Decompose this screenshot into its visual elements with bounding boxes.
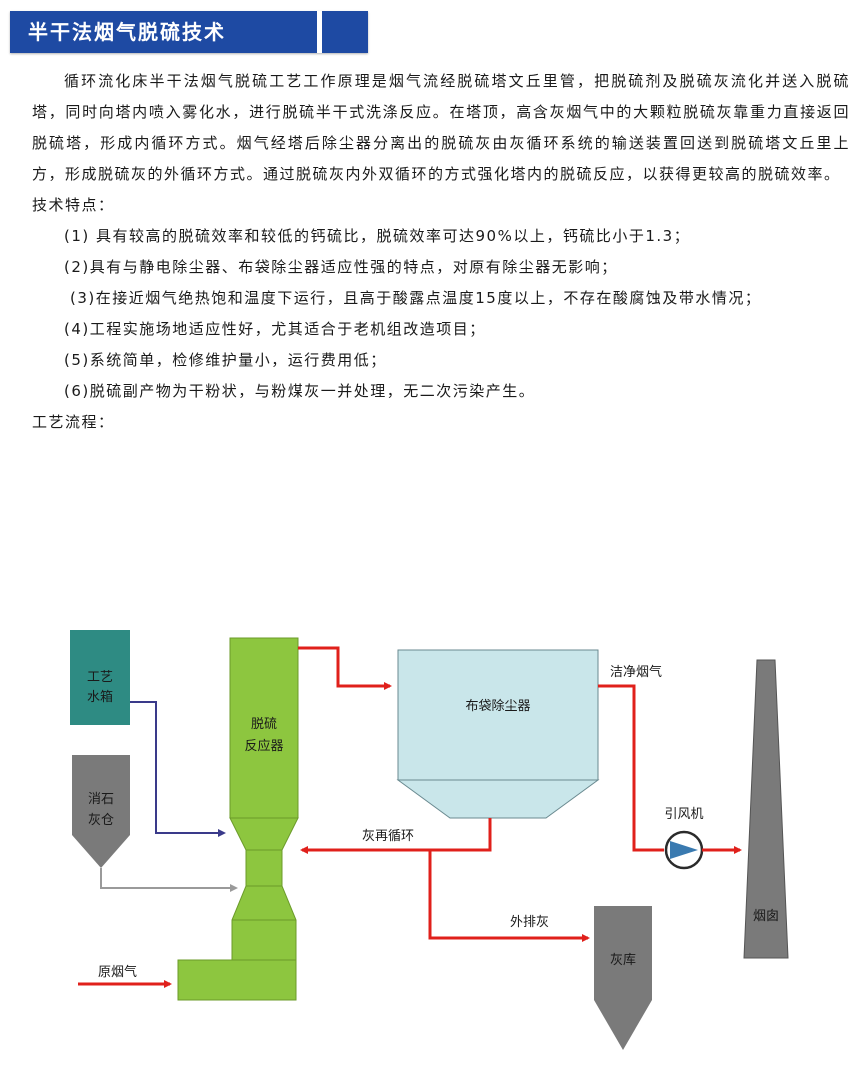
feature-item: (3)在接近烟气绝热饱和温度下运行，且高于酸露点温度15度以上，不存在酸腐蚀及带… <box>70 289 762 307</box>
water-tank-label-2: 水箱 <box>87 689 113 705</box>
water-tank <box>70 630 130 725</box>
lime-silo-label-1: 消石 <box>88 792 114 807</box>
lime-silo-label-2: 灰仓 <box>88 813 114 828</box>
reactor-label-2: 反应器 <box>244 738 283 754</box>
fan-label: 引风机 <box>664 807 703 822</box>
ash-storage <box>594 906 652 1050</box>
reactor-label-1: 脱硫 <box>251 717 277 732</box>
recirculation-label: 灰再循环 <box>362 829 414 844</box>
process-diagram-svg: 工艺 水箱 消石 灰仓 脱硫 反应器 原烟气 布袋除尘器 <box>70 630 789 1050</box>
header-divider <box>317 11 322 53</box>
fan-icon <box>664 830 704 870</box>
process-diagram: 工艺 水箱 消石 灰仓 脱硫 反应器 原烟气 布袋除尘器 <box>0 560 863 1078</box>
lime-feed-line <box>100 868 238 892</box>
water-feed-line <box>130 701 226 837</box>
feature-item: (4)工程实施场地适应性好，尤其适合于老机组改造项目； <box>64 320 486 338</box>
feature-item: (1) 具有较高的脱硫效率和较低的钙硫比，脱硫效率可达90%以上，钙硫比小于1.… <box>64 227 691 245</box>
ash-discharge-label: 外排灰 <box>510 915 549 930</box>
page-title: 半干法烟气脱硫技术 <box>28 20 226 44</box>
header-bar: 半干法烟气脱硫技术 <box>10 11 368 53</box>
ash-recirculation-line <box>300 818 492 854</box>
raw-gas-label: 原烟气 <box>98 964 137 980</box>
bag-filter <box>396 649 600 819</box>
bag-filter-label: 布袋除尘器 <box>465 699 530 714</box>
intro-paragraph: 循环流化床半干法烟气脱硫工艺工作原理是烟气流经脱硫塔文丘里管，把脱硫剂及脱硫灰流… <box>32 72 850 183</box>
article-body: 循环流化床半干法烟气脱硫工艺工作原理是烟气流经脱硫塔文丘里管，把脱硫剂及脱硫灰流… <box>32 66 850 438</box>
desulfurization-reactor <box>177 637 299 1001</box>
chimney <box>743 659 789 959</box>
ash-discharge-line <box>428 850 590 942</box>
ash-storage-label: 灰库 <box>610 952 636 968</box>
feature-item: (2)具有与静电除尘器、布袋除尘器适应性强的特点，对原有除尘器无影响； <box>64 258 618 276</box>
feature-item: (6)脱硫副产物为干粉状，与粉煤灰一并处理，无二次污染产生。 <box>64 382 536 400</box>
water-tank-label-1: 工艺 <box>87 670 113 685</box>
clean-gas-label: 洁净烟气 <box>610 664 662 680</box>
clean-gas-line <box>598 684 664 852</box>
reactor-to-filter-line <box>298 646 392 690</box>
features-label: 技术特点： <box>32 196 115 214</box>
process-label: 工艺流程： <box>32 413 115 431</box>
feature-item: (5)系统简单，检修维护量小，运行费用低； <box>64 351 387 369</box>
chimney-label: 烟囱 <box>753 909 779 924</box>
lime-silo <box>72 755 130 868</box>
